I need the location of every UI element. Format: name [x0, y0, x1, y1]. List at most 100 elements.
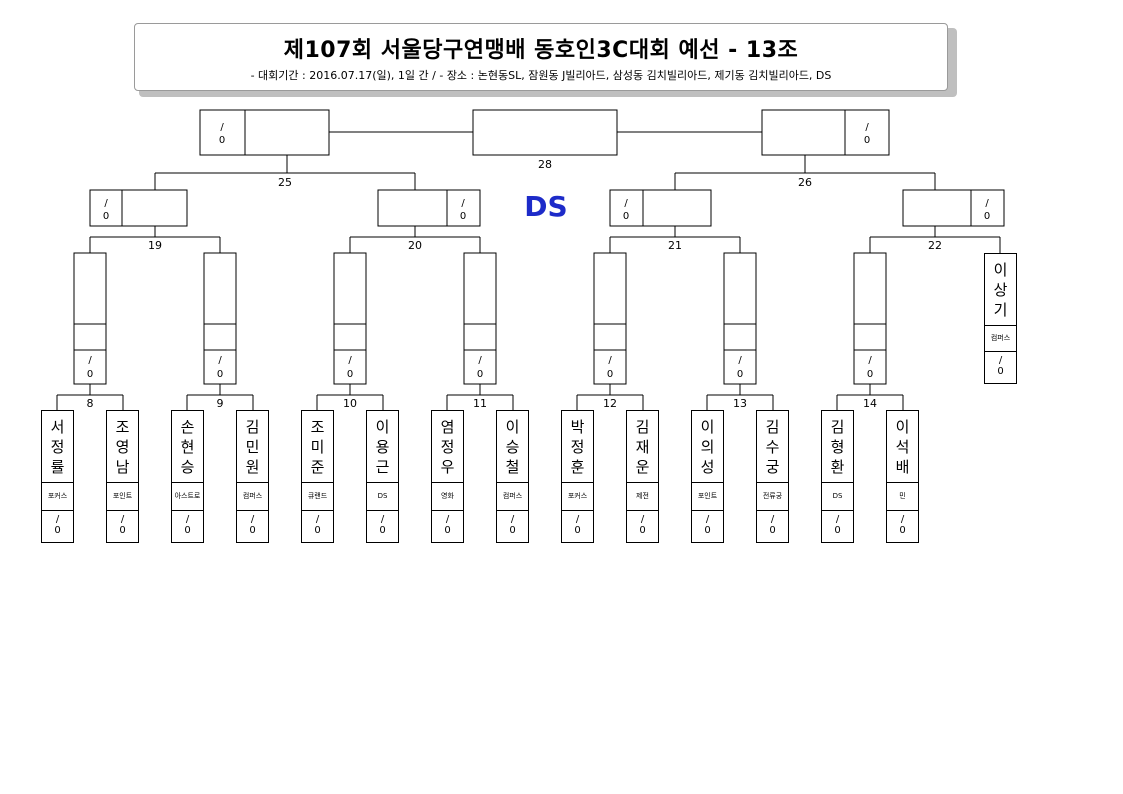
player-score: /0	[367, 510, 398, 542]
player-club: 민	[887, 482, 918, 510]
player-club: 포커스	[42, 482, 73, 510]
player-club: 포커스	[562, 482, 593, 510]
semi-box-25-left	[89, 189, 188, 227]
player-club: 큐랜드	[302, 482, 333, 510]
score-semi-3: /	[624, 198, 628, 209]
player-score: /0	[497, 510, 528, 542]
score-final-left: /	[220, 122, 224, 133]
header-box: 제107회 서울당구연맹배 동호인3C대회 예선 - 13조 - 대회기간 : …	[134, 23, 948, 91]
score-semi-4: /	[985, 198, 989, 209]
winner-slot	[203, 252, 237, 385]
player-score: /0	[432, 510, 463, 542]
player-club: 포인트	[107, 482, 138, 510]
slot-score: /	[88, 355, 92, 366]
player-club: 전류궁	[757, 482, 788, 510]
player-score: /0	[692, 510, 723, 542]
player-club: 컴퍼스	[985, 325, 1016, 351]
score-semi-2-val: 0	[460, 211, 466, 222]
match-number: 9	[217, 397, 224, 410]
player-club: 포인트	[692, 482, 723, 510]
player-score: /0	[172, 510, 203, 542]
winner-slot	[593, 252, 627, 385]
score-final-right: /	[865, 122, 869, 133]
score-semi-1: /	[104, 198, 108, 209]
slot-score: /	[868, 355, 872, 366]
player-score: /0	[237, 510, 268, 542]
match-number: 21	[668, 239, 682, 252]
score-final-left-val: 0	[219, 135, 225, 146]
slot-score: 0	[87, 369, 93, 380]
player-score: /0	[757, 510, 788, 542]
semi-box-25-right	[377, 189, 481, 227]
match-number: 20	[408, 239, 422, 252]
winner-slot	[73, 252, 107, 385]
match-number: 28	[538, 158, 552, 171]
score-final-right-val: 0	[864, 135, 870, 146]
final-left-box	[199, 109, 330, 156]
player-score: /0	[302, 510, 333, 542]
player-score: /0	[627, 510, 658, 542]
score-semi-3-val: 0	[623, 211, 629, 222]
match-number: 14	[863, 397, 877, 410]
score-semi-1-val: 0	[103, 211, 109, 222]
slot-score: 0	[737, 369, 743, 380]
player-score: /0	[887, 510, 918, 542]
player-score: /0	[562, 510, 593, 542]
final-right-box	[761, 109, 890, 156]
match-number: 26	[798, 176, 812, 189]
player-club: 제전	[627, 482, 658, 510]
slot-score: 0	[477, 369, 483, 380]
winner-slot	[463, 252, 497, 385]
venue-label: DS	[524, 190, 568, 223]
semi-box-26-left	[609, 189, 712, 227]
match-number: 12	[603, 397, 617, 410]
page-title: 제107회 서울당구연맹배 동호인3C대회 예선 - 13조	[283, 38, 799, 63]
match-number: 19	[148, 239, 162, 252]
player-club: 컴퍼스	[237, 482, 268, 510]
player-club: 아스트로	[172, 482, 203, 510]
player-club: 컴퍼스	[497, 482, 528, 510]
score-semi-4-val: 0	[984, 211, 990, 222]
player-score: /0	[107, 510, 138, 542]
slot-score: 0	[347, 369, 353, 380]
match-number: 10	[343, 397, 357, 410]
slot-score: /	[478, 355, 482, 366]
player-club: DS	[822, 482, 853, 510]
winner-slot	[333, 252, 367, 385]
winner-slot	[723, 252, 757, 385]
slot-score: 0	[607, 369, 613, 380]
slot-score: 0	[867, 369, 873, 380]
winner-slot	[853, 252, 887, 385]
player-club: 영화	[432, 482, 463, 510]
player-score: /0	[985, 351, 1016, 383]
